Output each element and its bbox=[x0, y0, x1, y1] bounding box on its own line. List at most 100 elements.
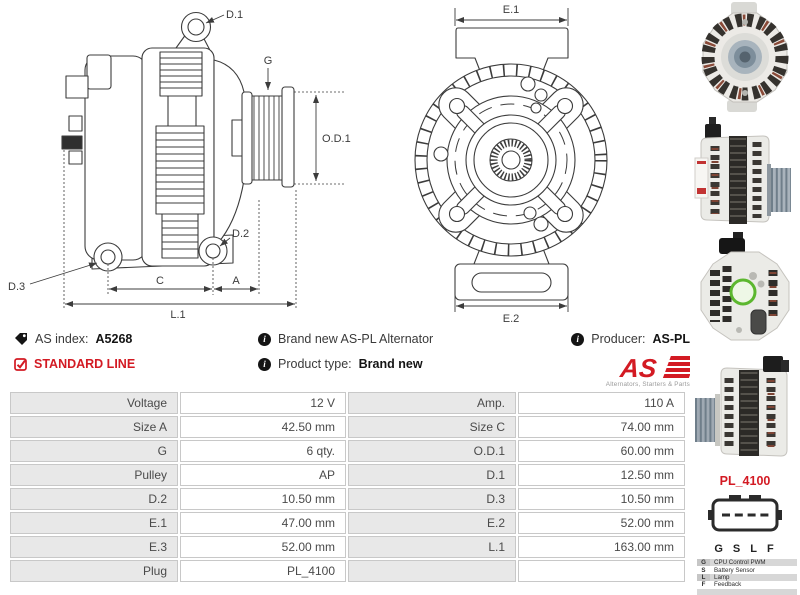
spec-label: D.2 bbox=[10, 488, 178, 510]
info-icon: i bbox=[258, 332, 271, 346]
spec-label: D.1 bbox=[348, 464, 516, 486]
front-view-drawing: E.1 E.2 bbox=[414, 4, 608, 325]
info-icon: i bbox=[571, 332, 585, 346]
info-icon: i bbox=[258, 357, 271, 371]
logo-text: AS bbox=[618, 353, 659, 381]
dimension-label: C bbox=[156, 275, 164, 287]
as-index-row: AS index: A5268 bbox=[14, 331, 249, 347]
producer-value: AS-PL bbox=[652, 332, 691, 346]
spec-row: G 6 qty. O.D.1 60.00 mm bbox=[10, 440, 685, 462]
pin-letter: L bbox=[750, 543, 759, 555]
checkbox-checked-icon bbox=[14, 357, 27, 371]
product-type-value: Brand new bbox=[358, 357, 423, 371]
pin-letter: F bbox=[766, 543, 776, 555]
spec-row: Size A 42.50 mm Size C 74.00 mm bbox=[10, 416, 685, 438]
dimension-label: E.2 bbox=[503, 313, 520, 325]
producer-label: Producer: bbox=[591, 332, 646, 346]
info-column-right: i Producer: AS-PL AS Alternators, Starte… bbox=[560, 331, 690, 388]
standard-line-label: STANDARD LINE bbox=[34, 357, 136, 371]
spec-row: Pulley AP D.1 12.50 mm bbox=[10, 464, 685, 486]
spec-value: 52.00 mm bbox=[518, 512, 685, 534]
as-index-value: A5268 bbox=[95, 332, 133, 346]
spec-value: AP bbox=[180, 464, 346, 486]
legend-desc: Feedback bbox=[714, 581, 742, 589]
producer-row: i Producer: AS-PL bbox=[560, 331, 690, 347]
standard-line-row: STANDARD LINE bbox=[14, 356, 249, 372]
plug-name: PL_4100 bbox=[719, 474, 771, 488]
spec-label: L.1 bbox=[348, 536, 516, 558]
product-photo-strip bbox=[690, 0, 800, 460]
as-pl-logo: AS Alternators, Starters & Parts bbox=[560, 353, 690, 388]
spec-label: Voltage bbox=[10, 392, 178, 414]
spec-value: 52.00 mm bbox=[180, 536, 346, 558]
spec-value: PL_4100 bbox=[180, 560, 346, 582]
spec-value: 47.00 mm bbox=[180, 512, 346, 534]
spec-label: Amp. bbox=[348, 392, 516, 414]
photo-side-view-pulley-left[interactable] bbox=[690, 352, 800, 460]
photo-front-view[interactable] bbox=[690, 0, 800, 114]
info-column-left: AS index: A5268 STANDARD LINE bbox=[14, 331, 249, 381]
spec-value: 74.00 mm bbox=[518, 416, 685, 438]
legend-row-empty bbox=[697, 588, 797, 595]
legend-row: L Lamp bbox=[697, 573, 797, 582]
spec-value: 6 qty. bbox=[180, 440, 346, 462]
photo-rear-view[interactable] bbox=[690, 230, 800, 352]
dimension-label: O.D.1 bbox=[322, 133, 351, 145]
dimension-label: L.1 bbox=[170, 309, 185, 321]
dimension-label: A bbox=[232, 275, 240, 287]
legend-desc: Lamp bbox=[714, 573, 730, 581]
photo-side-view-pulley-right[interactable] bbox=[690, 114, 800, 230]
spec-label: O.D.1 bbox=[348, 440, 516, 462]
spec-label: Pulley bbox=[10, 464, 178, 486]
legend-pin: G bbox=[697, 559, 710, 567]
info-column-middle: i Brand new AS-PL Alternator i Product t… bbox=[258, 331, 558, 381]
spec-value: 10.50 mm bbox=[180, 488, 346, 510]
dimension-label: G bbox=[264, 55, 273, 67]
spec-label: E.1 bbox=[10, 512, 178, 534]
spec-label bbox=[348, 560, 516, 582]
spec-value: 163.00 mm bbox=[518, 536, 685, 558]
spec-row: Plug PL_4100 bbox=[10, 560, 685, 582]
spec-value: 42.50 mm bbox=[180, 416, 346, 438]
legend-row: G CPU Control PWM bbox=[697, 559, 797, 567]
spec-label: E.3 bbox=[10, 536, 178, 558]
pin-letter: G bbox=[714, 543, 725, 555]
side-view-drawing: D.1 G O.D.1 D.2 D.3 C A L.1 bbox=[8, 9, 351, 321]
spec-table: Voltage 12 V Amp. 110 A Size A 42.50 mm … bbox=[8, 390, 687, 584]
spec-label: G bbox=[10, 440, 178, 462]
legend-pin: L bbox=[697, 573, 710, 581]
spec-label: Plug bbox=[10, 560, 178, 582]
product-type-row: i Product type: Brand new bbox=[258, 356, 558, 372]
spec-label: E.2 bbox=[348, 512, 516, 534]
spec-value: 12.50 mm bbox=[518, 464, 685, 486]
legend-pin: F bbox=[701, 581, 706, 589]
spec-row: E.3 52.00 mm L.1 163.00 mm bbox=[10, 536, 685, 558]
spec-row: E.1 47.00 mm E.2 52.00 mm bbox=[10, 512, 685, 534]
spec-value: 60.00 mm bbox=[518, 440, 685, 462]
spec-value: 110 A bbox=[518, 392, 685, 414]
spec-label: Size C bbox=[348, 416, 516, 438]
dimension-label: E.1 bbox=[503, 4, 520, 16]
legend-desc: CPU Control PWM bbox=[714, 559, 766, 567]
plug-connector-diagram bbox=[708, 495, 782, 532]
spec-label: Size A bbox=[10, 416, 178, 438]
legend-desc: Battery Sensor bbox=[714, 566, 755, 574]
pin-letter: S bbox=[732, 543, 743, 555]
dimension-label: D.1 bbox=[226, 9, 243, 21]
as-index-label: AS index: bbox=[35, 332, 89, 346]
spec-label: D.3 bbox=[348, 488, 516, 510]
logo-caption: Alternators, Starters & Parts bbox=[605, 381, 690, 388]
as-pl-logo-mark: AS bbox=[618, 353, 690, 381]
product-type-label: Product type: bbox=[278, 357, 352, 371]
spec-value: 10.50 mm bbox=[518, 488, 685, 510]
legend-row: F Feedback bbox=[697, 581, 797, 588]
brand-new-text: Brand new AS-PL Alternator bbox=[278, 332, 434, 346]
dimension-label: D.2 bbox=[232, 228, 249, 240]
spec-row: D.2 10.50 mm D.3 10.50 mm bbox=[10, 488, 685, 510]
spec-value bbox=[518, 560, 685, 582]
